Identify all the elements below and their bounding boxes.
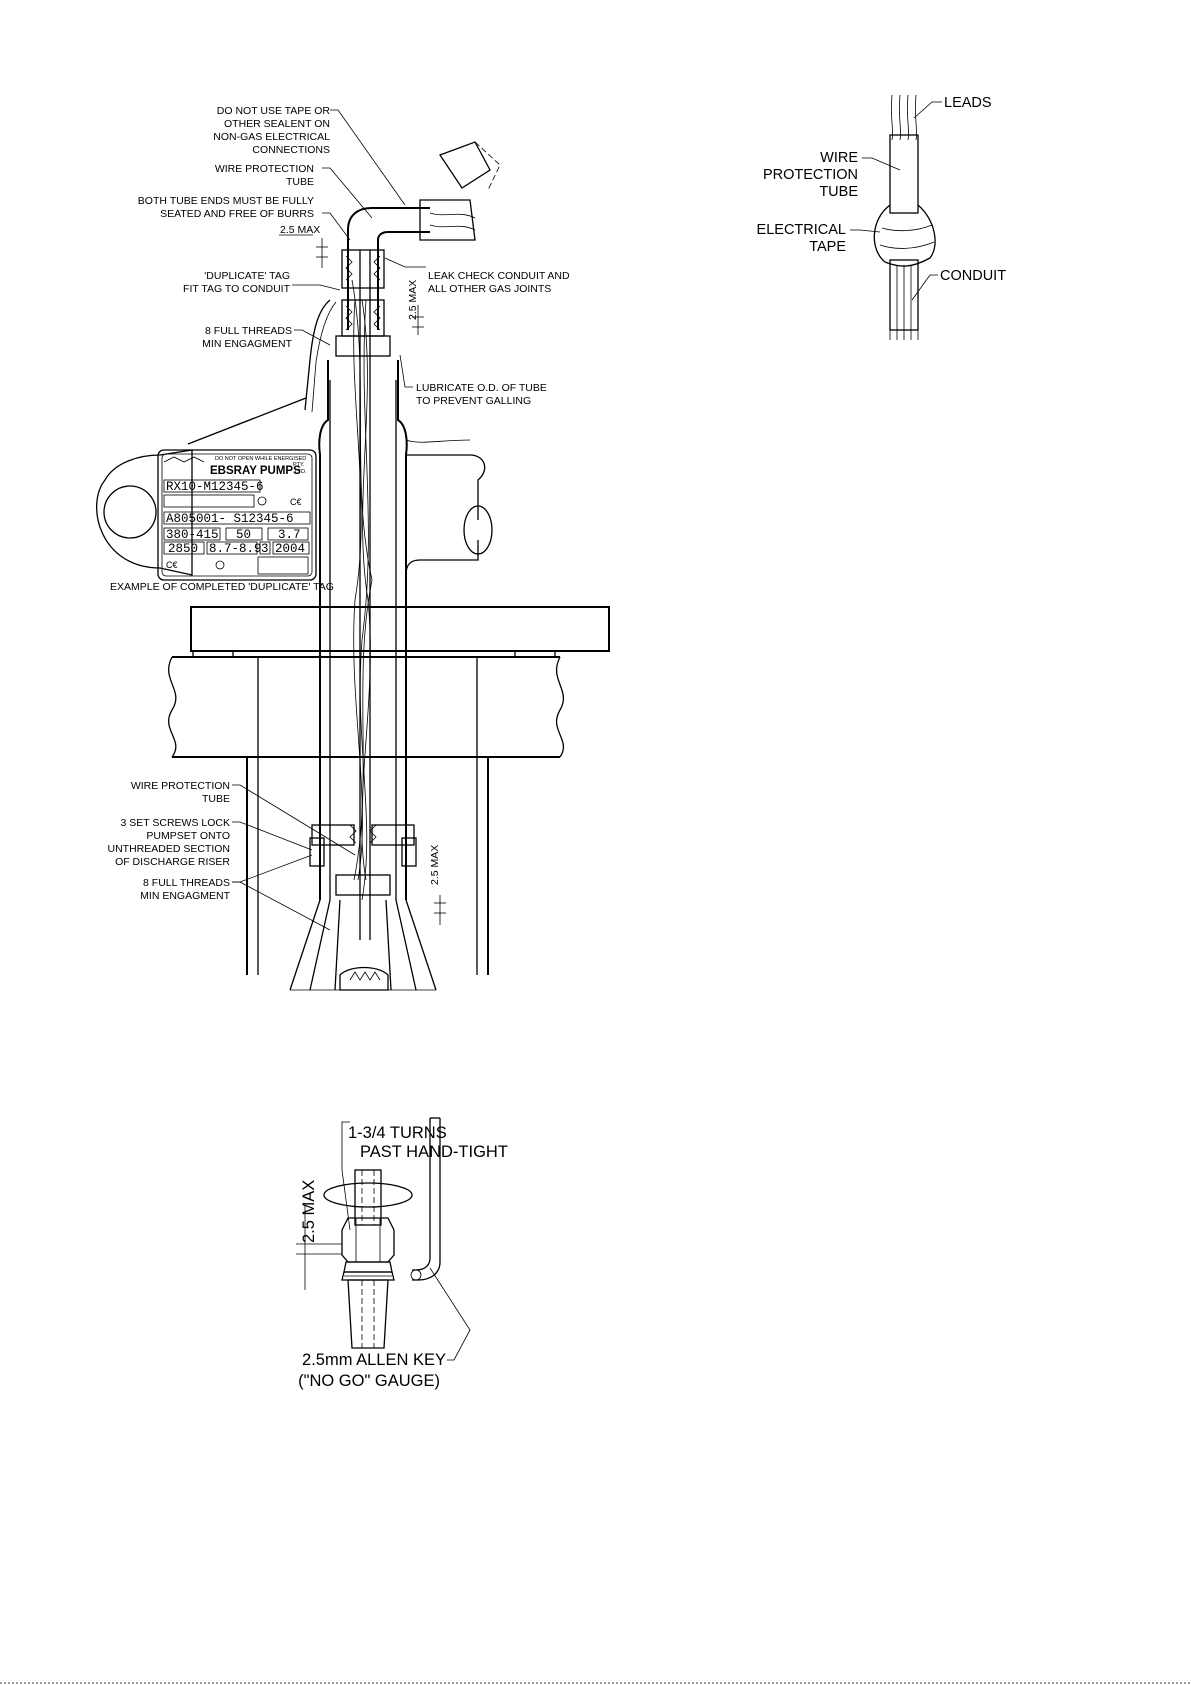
label-example-caption: EXAMPLE OF COMPLETED 'DUPLICATE' TAG [110,581,334,593]
pump-assembly-drawing [168,141,610,991]
label-wire-tube-bottom-1: WIRE PROTECTION [131,780,230,792]
tag-year: 2004 [275,542,305,556]
tag-top-text: DO NOT OPEN WHILE ENERGISED [215,456,306,462]
label-threads-bottom-2: MIN ENGAGMENT [140,890,230,902]
label-no-tape-4: CONNECTIONS [252,144,330,156]
fitting-tightening-detail: 1-3/4 TURNS PAST HAND-TIGHT 2.5 MAX 2.5m… [296,1117,508,1390]
label-lubricate-2: TO PREVENT GALLING [416,395,531,407]
tag-brand: EBSRAY PUMPS [210,465,301,477]
duplicate-tag-example: DO NOT OPEN WHILE ENERGISED EBSRAY PUMPS… [96,397,317,581]
label-set-screws-4: OF DISCHARGE RISER [115,856,230,868]
label-electrical-tape-1: ELECTRICAL [757,222,846,238]
label-max-vertical-top: 2.5 MAX [407,280,419,320]
label-turns-1: 1-3/4 TURNS [348,1124,447,1142]
label-tube-ends-1: BOTH TUBE ENDS MUST BE FULLY [138,195,314,207]
label-threads-top-2: MIN ENGAGMENT [202,338,292,350]
label-lubricate-1: LUBRICATE O.D. OF TUBE [416,382,547,394]
tag-amps: 8.7-8.9 [209,542,262,556]
label-fitting-max: 2.5 MAX [300,1180,318,1243]
label-wire-tube-bottom-2: TUBE [202,793,230,805]
label-duplicate-tag-1: 'DUPLICATE' TAG [204,270,290,282]
label-duplicate-tag-2: FIT TAG TO CONDUIT [183,283,291,295]
tag-suffix-1: PTY. [293,462,305,468]
label-allen-key-2: ("NO GO" GAUGE) [298,1372,440,1390]
label-max-vertical-bottom: 2.5 MAX [429,845,441,885]
label-threads-bottom-1: 8 FULL THREADS [143,877,230,889]
ce-mark-2: C€ [166,560,178,570]
label-turns-2: PAST HAND-TIGHT [360,1143,508,1161]
label-wire-tube-top-2: TUBE [286,176,314,188]
label-electrical-tape-2: TAPE [809,239,846,255]
label-set-screws-2: PUMPSET ONTO [146,830,230,842]
tag-phase: 3 [261,542,269,556]
tag-pump-model: RX10-M12345-6 [166,480,264,494]
label-no-tape-1: DO NOT USE TAPE OR [217,105,331,117]
ce-mark-1: C€ [290,497,302,507]
label-allen-key-1: 2.5mm ALLEN KEY [302,1351,446,1369]
label-set-screws-1: 3 SET SCREWS LOCK [120,817,230,829]
conduit-connection-detail: LEADS WIRE PROTECTION TUBE ELECTRICAL TA… [757,94,1006,340]
label-no-tape-2: OTHER SEALENT ON [224,118,330,130]
tag-motor-serial: A805001- S12345-6 [166,512,294,526]
tag-rpm: 2850 [168,542,198,556]
label-leak-check-2: ALL OTHER GAS JOINTS [428,283,551,295]
tag-hz: 50 [236,528,251,542]
label-tube-ends-2: SEATED AND FREE OF BURRS [160,208,314,220]
label-threads-top-1: 8 FULL THREADS [205,325,292,337]
label-wire-1: WIRE [820,150,858,166]
tag-suffix-2: LTD. [295,469,307,475]
label-conduit: CONDUIT [940,268,1006,284]
tag-volts: 380-415 [166,528,219,542]
label-no-tape-3: NON-GAS ELECTRICAL [213,131,330,143]
label-wire-3: TUBE [819,184,858,200]
label-wire-2: PROTECTION [763,167,858,183]
main-leader-lines [232,109,426,931]
tag-kw: 3.7 [278,528,301,542]
label-wire-tube-top-1: WIRE PROTECTION [215,163,314,175]
label-set-screws-3: UNTHREADED SECTION [107,843,230,855]
label-max-horizontal: 2.5 MAX [280,224,320,236]
main-labels: DO NOT USE TAPE OR OTHER SEALENT ON NON-… [107,105,570,902]
label-leak-check-1: LEAK CHECK CONDUIT AND [428,270,570,282]
label-leads: LEADS [944,95,992,111]
